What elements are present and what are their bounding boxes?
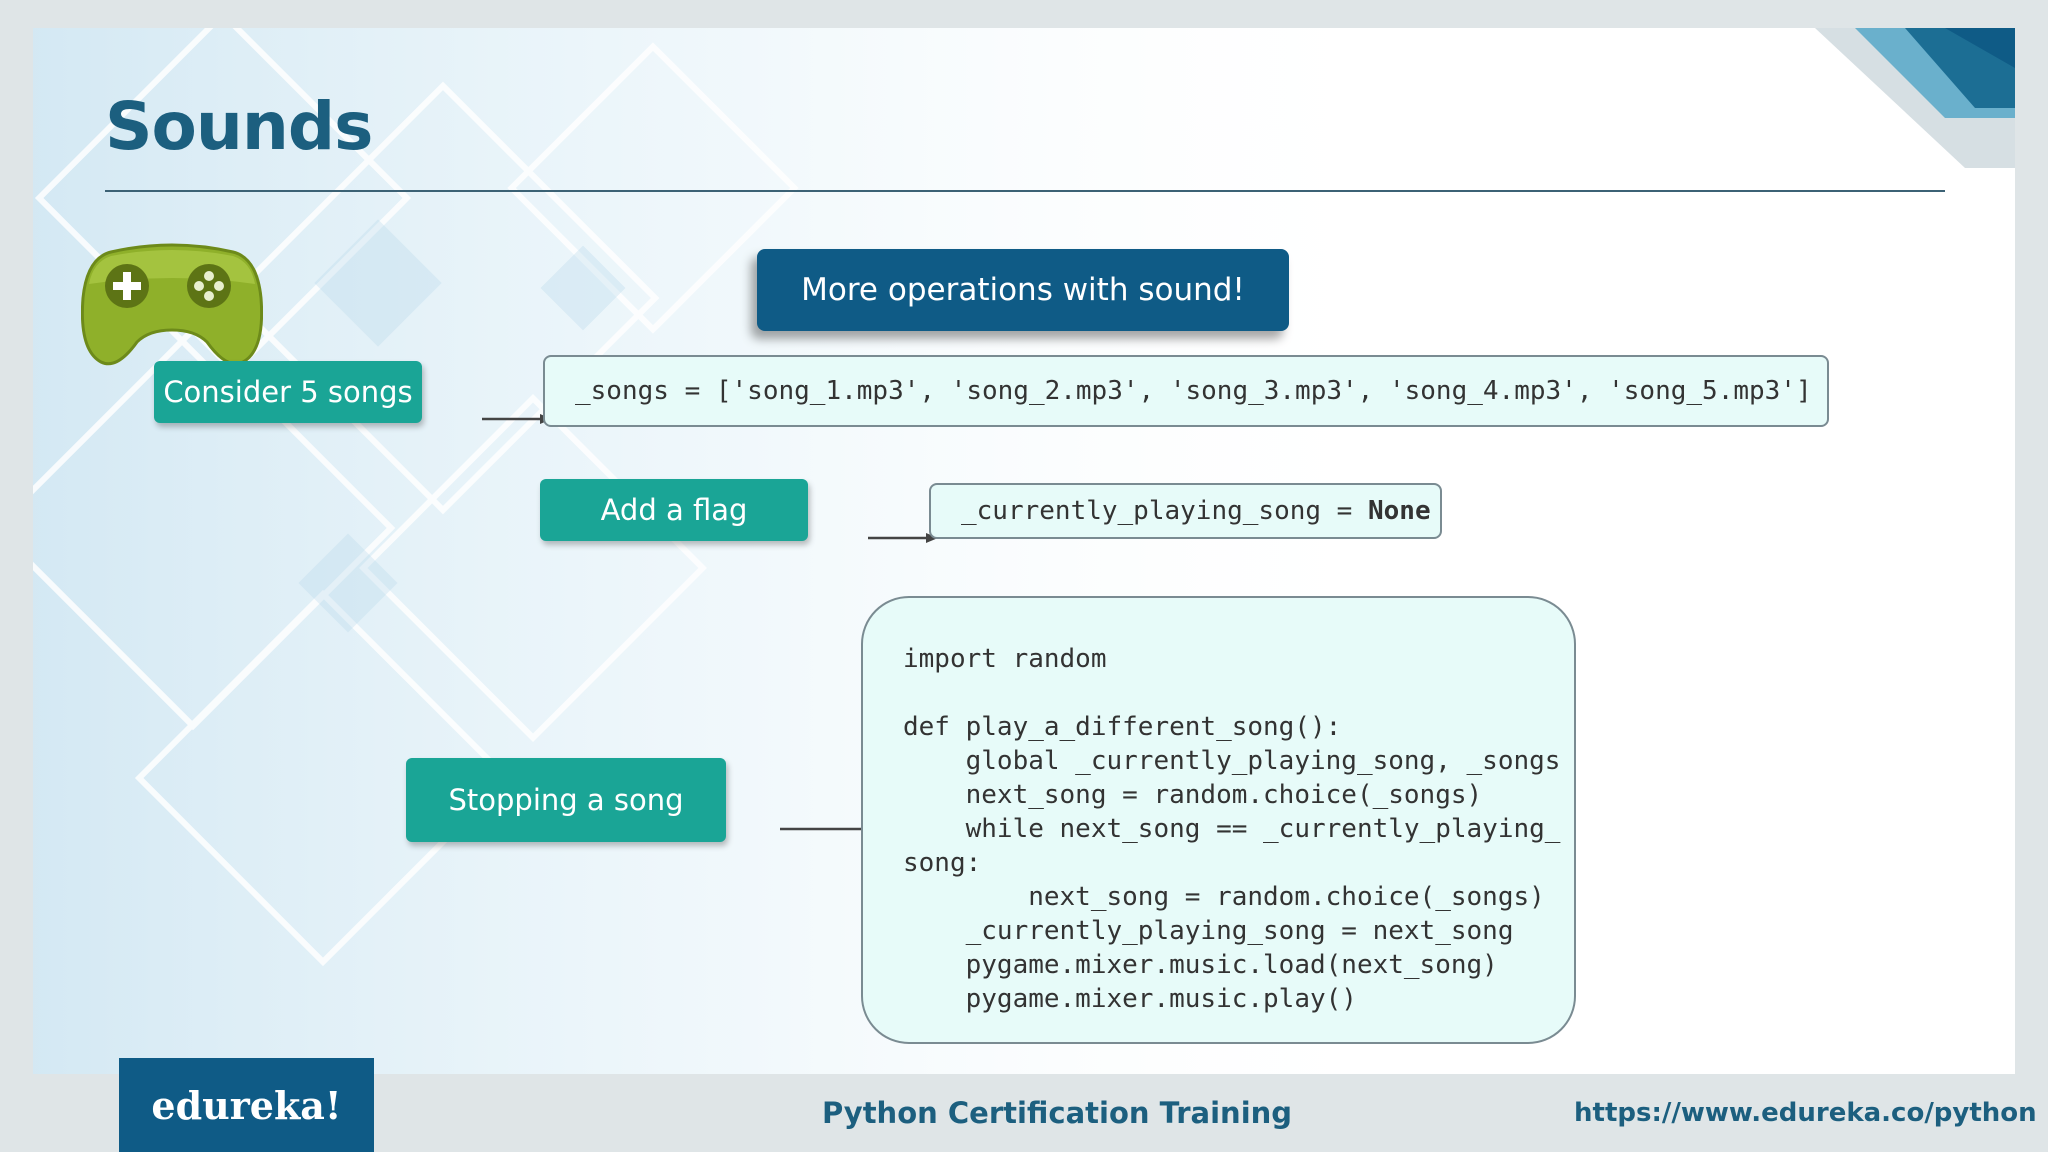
slide-title: Sounds (105, 88, 373, 165)
code-flag-value: None (1368, 496, 1431, 526)
step-label-consider-songs: Consider 5 songs (154, 361, 422, 423)
step-label-stopping-song: Stopping a song (406, 758, 726, 842)
arrow-right-icon (868, 533, 938, 543)
step-label-add-flag: Add a flag (540, 479, 808, 541)
banner-more-operations: More operations with sound! (757, 249, 1289, 331)
arrow-right-icon (482, 414, 552, 424)
code-songs-list: _songs = ['song_1.mp3', 'song_2.mp3', 's… (543, 355, 1829, 427)
slide: Sounds More operations with sound! (33, 28, 2015, 1074)
code-play-different-song: import random def play_a_different_song(… (861, 596, 1576, 1044)
gamepad-icon (81, 243, 263, 366)
course-url: https://www.edureka.co/python (1574, 1098, 2037, 1128)
course-title: Python Certification Training (822, 1096, 1293, 1130)
background-pattern (33, 28, 2015, 1074)
edureka-logo: edureka! (119, 1058, 374, 1152)
title-divider (105, 190, 1945, 192)
corner-decoration (1815, 28, 2015, 168)
code-flag: _currently_playing_song = None (929, 483, 1442, 539)
code-flag-assign: _currently_playing_song = (961, 496, 1368, 526)
